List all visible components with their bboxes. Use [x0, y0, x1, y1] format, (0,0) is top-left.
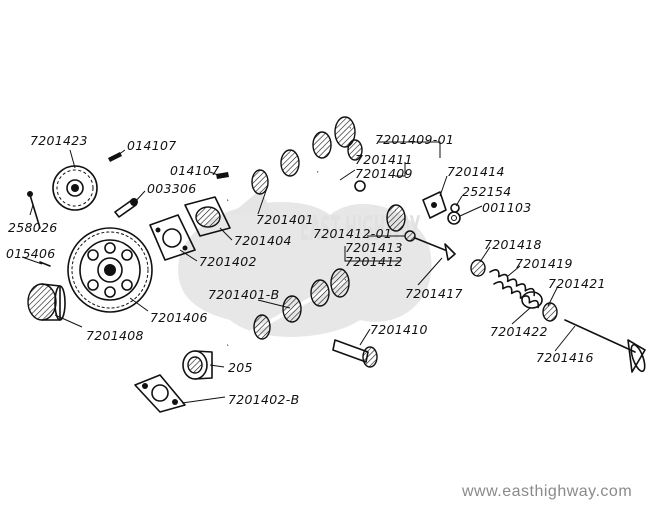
pin-014107-b — [216, 172, 229, 179]
bearing-205 — [182, 350, 213, 380]
callout-258026: 258026 — [8, 220, 58, 235]
flange-7201402 — [149, 214, 196, 261]
callout-7201421: 7201421 — [548, 276, 606, 291]
callout-7201401-b: 7201401-В — [208, 287, 279, 302]
callout-7201413: 7201413 — [345, 240, 403, 255]
callout-7201411: 7201411 — [355, 152, 413, 167]
callout-7201422: 7201422 — [490, 324, 548, 339]
callout-7201410: 7201410 — [370, 322, 428, 337]
callout-7201418: 7201418 — [484, 237, 542, 252]
pin-015406 — [39, 261, 51, 267]
nut-001103 — [447, 211, 461, 225]
callout-7201419: 7201419 — [515, 256, 573, 271]
callout-7201406: 7201406 — [150, 310, 208, 325]
callout-7201404: 7201404 — [234, 233, 292, 248]
spring-washer — [521, 291, 543, 309]
hub-7201408 — [27, 283, 66, 321]
callout-7201402-b: 7201402-В — [228, 392, 299, 407]
callout-7201409: 7201409 — [355, 166, 413, 181]
callout-7201414: 7201414 — [447, 164, 505, 179]
camshaft-gear — [67, 227, 153, 313]
spring-seat — [542, 302, 558, 322]
callout-7201423: 7201423 — [30, 133, 88, 148]
rocker-arm — [317, 170, 406, 232]
callout-014107-b: 014107 — [170, 163, 220, 178]
callout-003306: 003306 — [147, 181, 197, 196]
camshaft-upper — [226, 116, 363, 202]
callout-252154: 252154 — [462, 184, 512, 199]
callout-7201416: 7201416 — [536, 350, 594, 365]
callout-7201409-01: 7201409-01 — [375, 132, 454, 147]
callout-7201412: 7201412 — [345, 254, 403, 269]
callout-7201408: 7201408 — [86, 328, 144, 343]
callout-7201401: 7201401 — [256, 212, 314, 227]
tappet-7201410 — [332, 339, 378, 368]
callout-001103: 001103 — [482, 200, 532, 215]
housing-7201404 — [184, 196, 231, 237]
flange-7201402-b — [134, 374, 186, 413]
watermark-url: www.easthighway.com — [461, 483, 632, 500]
callout-205: 205 — [228, 360, 253, 375]
callout-7201417: 7201417 — [405, 286, 463, 301]
valve-spring — [489, 269, 540, 309]
bolt-003306 — [114, 198, 138, 218]
part-callouts: 7201423 014107 014107 003306 258026 0154… — [6, 132, 606, 407]
callout-014107: 014107 — [127, 138, 177, 153]
rod-258026 — [27, 191, 41, 229]
leader-lines — [21, 141, 576, 404]
callout-7201402: 7201402 — [199, 254, 257, 269]
washer-252154 — [450, 203, 460, 213]
bracket-7201414 — [422, 191, 447, 219]
callout-015406: 015406 — [6, 246, 56, 261]
valve-7201416 — [564, 319, 646, 373]
spring-retainer — [470, 259, 486, 277]
adjust-screw — [404, 230, 456, 261]
camshaft-lower — [227, 268, 350, 347]
timing-gear-small — [52, 165, 98, 211]
callout-7201412-01: 7201412-01 — [313, 226, 392, 241]
